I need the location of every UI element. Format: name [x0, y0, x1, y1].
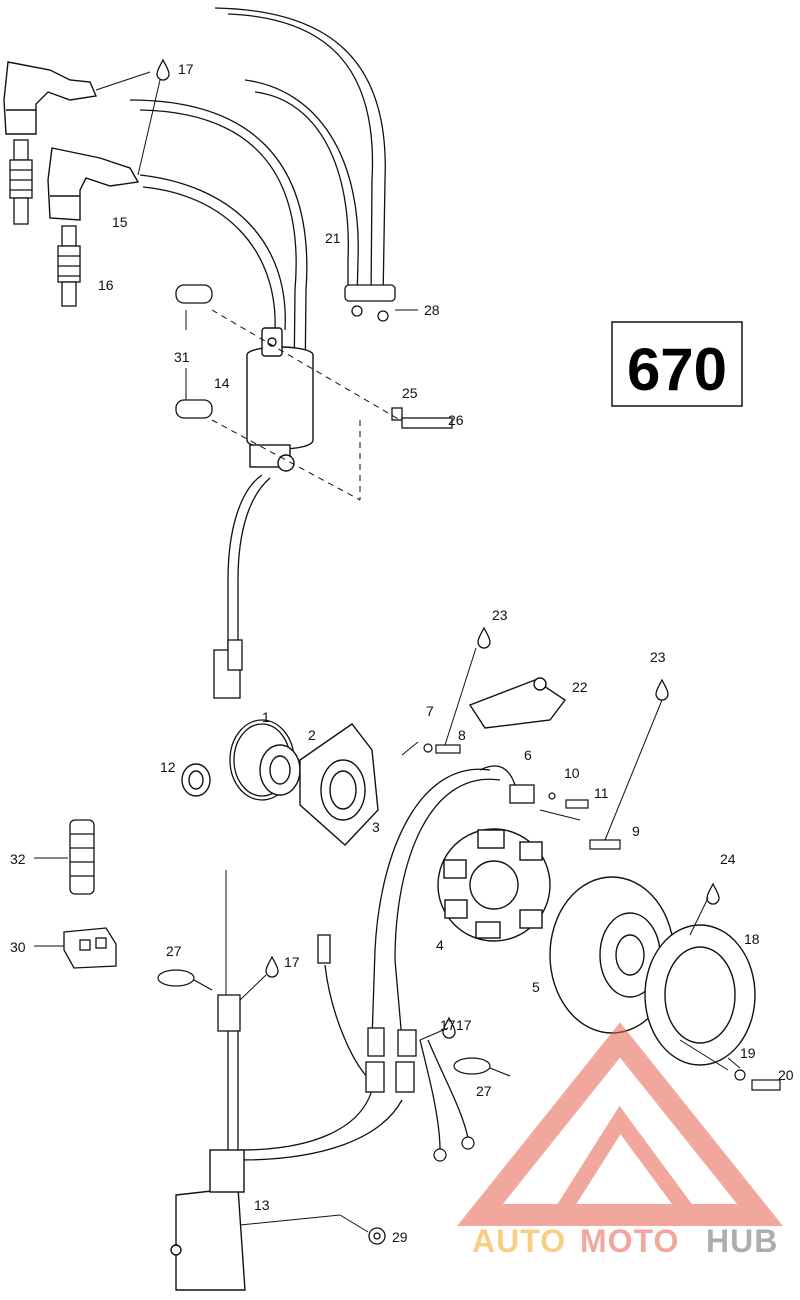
- logo-triangle-icon: [457, 1022, 783, 1226]
- connector-icon: [217, 934, 417, 1093]
- diagram-number: 670: [627, 336, 727, 403]
- callout-label: 14: [214, 375, 230, 391]
- callout-label: 11: [594, 785, 609, 801]
- callout-label: 28: [424, 302, 440, 318]
- watermark-moto: MOTO: [580, 1223, 679, 1259]
- watermark: AUTO MOTO HUB: [457, 1022, 783, 1259]
- callout-label: 19: [740, 1045, 756, 1061]
- grommet: [181, 763, 211, 797]
- spark-plug-cap-upper: [3, 61, 97, 135]
- nut: [368, 1227, 386, 1245]
- starter-ring: [644, 924, 756, 1066]
- cdi-box: [170, 1149, 246, 1291]
- callout-label: 1: [262, 709, 270, 725]
- wiring-harness: [227, 768, 501, 1170]
- watermark-auto: AUTO: [472, 1223, 566, 1259]
- coil-screw: [391, 407, 453, 429]
- callout-label: 4: [436, 937, 444, 953]
- mounting-sleeves: [175, 284, 213, 419]
- drop-icon: [265, 955, 279, 978]
- spark-plug-cap-lower: [47, 147, 140, 221]
- oil-seal: [259, 744, 301, 796]
- callout-label: 31: [174, 349, 190, 365]
- cable-ties: [157, 969, 511, 1077]
- callout-label: 29: [392, 1229, 408, 1245]
- callout-label: 13: [254, 1197, 270, 1213]
- callout-label: 7: [426, 703, 434, 719]
- ring-terminals: [433, 1136, 475, 1162]
- watermark-hub: HUB: [706, 1223, 778, 1259]
- callout-label: 10: [564, 765, 580, 781]
- ignition-housing: [299, 723, 379, 846]
- drop-icon: [477, 626, 491, 649]
- drop-icons: [156, 58, 720, 1039]
- callout-label: 2: [308, 727, 316, 743]
- callout-label: 17: [456, 1017, 472, 1033]
- callout-label: 20: [778, 1067, 794, 1083]
- callout-label: 23: [650, 649, 666, 665]
- callout-label: 6: [524, 747, 532, 763]
- trigger-cover: [468, 677, 567, 729]
- callout-label: 22: [572, 679, 588, 695]
- callout-label: 18: [744, 931, 760, 947]
- drop-icon: [442, 1016, 456, 1039]
- callout-label: 27: [166, 943, 182, 959]
- spark-plug-icon: [57, 225, 81, 307]
- heat-shrink-tube: [69, 819, 95, 895]
- callout-label: 26: [448, 412, 464, 428]
- leader-lines: [211, 309, 401, 501]
- callout-label: 23: [492, 607, 508, 623]
- callout-label: 5: [532, 979, 540, 995]
- callout-labels: 1 2 3 4 5 6 7 8 9 10 11 12 13 14 15 16 1…: [10, 61, 794, 1245]
- coil-harness: [213, 474, 271, 699]
- callout-label: 3: [372, 819, 380, 835]
- cable-clamp: [344, 284, 396, 322]
- connector-housing: [63, 927, 117, 969]
- callout-label: 17: [440, 1017, 456, 1033]
- callout-label: 12: [160, 759, 176, 775]
- callout-label: 27: [476, 1083, 492, 1099]
- callout-label: 8: [458, 727, 466, 743]
- spark-plug-icon: [9, 139, 33, 225]
- flywheel-icon: [549, 876, 675, 1034]
- trigger-coil: [479, 765, 535, 804]
- callout-label: 32: [10, 851, 26, 867]
- callout-label: 9: [632, 823, 640, 839]
- callout-label: 25: [402, 385, 418, 401]
- callout-label: 17: [178, 61, 194, 77]
- callout-label: 24: [720, 851, 736, 867]
- drop-icon: [706, 882, 720, 905]
- ignition-coil-icon: [246, 327, 314, 472]
- flywheel-bolt: [734, 1069, 781, 1091]
- callout-label: 30: [10, 939, 26, 955]
- callout-label: 21: [325, 230, 341, 246]
- callout-label: 17: [284, 954, 300, 970]
- drop-icon: [655, 678, 669, 701]
- callout-label: 16: [98, 277, 114, 293]
- diagram-number-badge: 670: [611, 321, 743, 407]
- stator-icon: [437, 828, 551, 942]
- callout-label: 15: [112, 214, 128, 230]
- drop-icon: [156, 58, 170, 81]
- ht-cables: [129, 7, 386, 386]
